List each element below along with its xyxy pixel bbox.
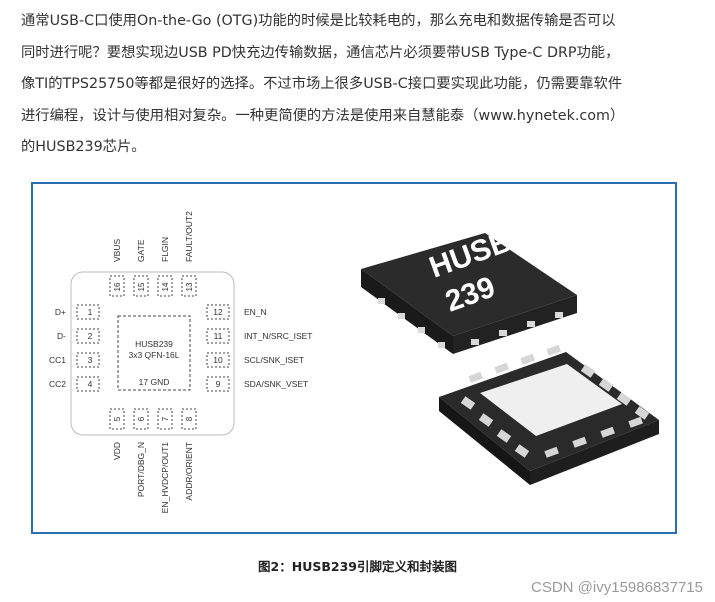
pin-label: FAULT/OUT2 xyxy=(184,211,194,262)
exposed-pad xyxy=(117,315,191,391)
side-pads xyxy=(378,298,563,348)
exposed-thermal-pad xyxy=(480,364,622,436)
pin-number: 6 xyxy=(137,416,146,421)
bottom-pins: 5 6 7 8 VDD PORT/DBG_N EN_HVDCP/OUT1 ADD… xyxy=(109,408,197,514)
pin-pad xyxy=(109,275,125,297)
pin-label: VDD xyxy=(112,442,122,460)
pin-number: 11 xyxy=(214,331,223,341)
watermark: CSDN @ivy15986837715 xyxy=(531,579,703,596)
pin-number: 3 xyxy=(88,355,93,365)
right-pins: 12 11 10 9 EN_N INT_N/SRC_ISET SCL/SNK_I… xyxy=(206,304,313,392)
pin-number: 8 xyxy=(185,416,194,421)
paragraph-line: 的HUSB239芯片。 xyxy=(21,139,146,155)
paragraph-line: 同时进行呢？要想实现边USB PD快充边传输数据，通信芯片必须要带USB Typ… xyxy=(21,44,620,61)
pin-pad xyxy=(109,408,125,430)
package-label: 3x3 QFN-16L xyxy=(128,350,179,360)
pin-pad xyxy=(76,328,100,344)
pin-pad xyxy=(133,408,149,430)
paragraph-line: 进行编程，设计与使用相对复杂。一种更简便的方法是使用来自慧能泰（www.hyne… xyxy=(21,107,625,124)
package-bottom-side-right xyxy=(530,420,659,485)
package-top-face xyxy=(361,233,577,336)
pin-label: FLGIN xyxy=(160,237,170,262)
pin-number: 9 xyxy=(216,379,221,389)
pin-pad xyxy=(76,352,100,368)
paragraph-line: 通常USB-C口使用On-the-Go (OTG)功能的时候是比较耗电的，那么充… xyxy=(21,13,616,29)
top-pins: 16 15 14 13 VBUS GATE FLGIN FAULT/OUT2 xyxy=(109,211,197,297)
pin-label: D+ xyxy=(55,307,66,317)
pin-pad xyxy=(181,408,197,430)
pin-label: EN_HVDCP/OUT1 xyxy=(160,442,170,514)
pin-label: EN_N xyxy=(244,307,267,317)
pin-label: CC2 xyxy=(49,379,66,389)
chip-name-label: HUSB239 xyxy=(135,339,173,349)
pin-pad xyxy=(157,275,173,297)
pinout-figure: HUSB239 3x3 QFN-16L 17 GND 16 15 14 13 V… xyxy=(31,182,677,534)
package-side-right xyxy=(453,295,577,354)
chip-outline xyxy=(70,271,235,436)
pin-label: D- xyxy=(57,331,66,341)
pin-label: ADDR/ORIENT xyxy=(184,442,194,501)
pin-pad xyxy=(76,376,100,392)
package-bottom-render xyxy=(439,344,659,485)
pin-label: SDA/SNK_VSET xyxy=(244,379,308,389)
pin-pad xyxy=(76,304,100,320)
pin-label: GATE xyxy=(136,239,146,262)
package-bottom-side-left xyxy=(439,397,530,485)
pin-pad xyxy=(133,275,149,297)
paragraph-line: 像TI的TPS25750等都是很好的选择。不过市场上很多USB-C接口要实现此功… xyxy=(21,76,623,92)
package-side-left xyxy=(361,269,453,354)
bottom-pads xyxy=(460,344,650,458)
pin-number: 13 xyxy=(185,282,194,291)
pin-pad xyxy=(206,328,230,344)
pin-label: INT_N/SRC_ISET xyxy=(244,331,313,341)
gnd-pin-label: 17 GND xyxy=(139,377,170,387)
pin-pad xyxy=(206,376,230,392)
pin-number: 12 xyxy=(213,307,223,317)
pin-pad xyxy=(157,408,173,430)
pin-pad xyxy=(206,304,230,320)
pin-number: 5 xyxy=(113,416,122,421)
figure-caption: 图2：HUSB239引脚定义和封装图 xyxy=(258,559,457,574)
pin-number: 16 xyxy=(113,282,122,291)
left-pins: 1 2 3 4 D+ D- CC1 CC2 xyxy=(49,304,100,392)
pin-pad xyxy=(206,352,230,368)
pin-label: PORT/DBG_N xyxy=(136,442,146,497)
pin-number: 10 xyxy=(213,355,223,365)
pin-label: SCL/SNK_ISET xyxy=(244,355,304,365)
pin-number: 1 xyxy=(88,307,93,317)
pin-number: 14 xyxy=(161,282,170,291)
pin-label: CC1 xyxy=(49,355,66,365)
package-top-render: HUSB 239 xyxy=(361,224,577,354)
pin-number: 15 xyxy=(137,282,146,291)
pin-number: 7 xyxy=(161,416,170,421)
pin-number: 2 xyxy=(88,331,93,341)
pin-number: 4 xyxy=(88,379,93,389)
pin-label: VBUS xyxy=(112,239,122,262)
pin-pad xyxy=(181,275,197,297)
article-paragraph: 通常USB-C口使用On-the-Go (OTG)功能的时候是比较耗电的，那么充… xyxy=(21,6,701,164)
pinout-diagram: HUSB239 3x3 QFN-16L 17 GND 16 15 14 13 V… xyxy=(49,211,659,514)
